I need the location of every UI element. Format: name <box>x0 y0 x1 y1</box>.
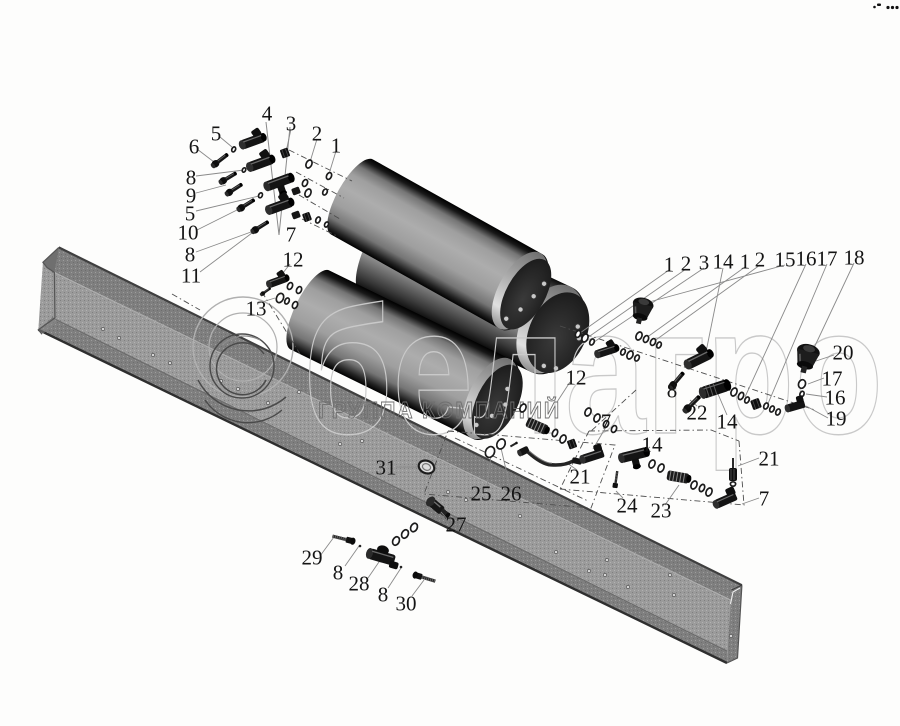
svg-text:21: 21 <box>759 447 780 471</box>
svg-text:5: 5 <box>185 202 196 226</box>
svg-text:8: 8 <box>667 379 678 403</box>
svg-text:24: 24 <box>617 494 639 518</box>
svg-text:7: 7 <box>286 223 297 247</box>
svg-text:23: 23 <box>651 499 672 523</box>
svg-text:29: 29 <box>302 546 323 570</box>
svg-text:13: 13 <box>246 297 267 321</box>
svg-text:10: 10 <box>178 221 199 245</box>
svg-text:5: 5 <box>211 122 222 146</box>
svg-text:26: 26 <box>501 482 522 506</box>
svg-text:9: 9 <box>186 184 197 208</box>
svg-text:4: 4 <box>262 102 273 126</box>
svg-text:16: 16 <box>796 247 817 271</box>
svg-text:19: 19 <box>826 407 847 431</box>
svg-text:22: 22 <box>687 401 708 425</box>
svg-text:8: 8 <box>333 561 344 585</box>
svg-text:2: 2 <box>681 252 692 276</box>
svg-text:14: 14 <box>717 410 739 434</box>
svg-text:25: 25 <box>471 482 492 506</box>
svg-text:14: 14 <box>713 250 735 274</box>
svg-text:6: 6 <box>189 135 200 159</box>
svg-text:16: 16 <box>825 386 846 410</box>
svg-text:17: 17 <box>817 247 838 271</box>
svg-text:31: 31 <box>376 456 397 480</box>
svg-text:3: 3 <box>286 112 297 136</box>
svg-text:белагро: белагро <box>303 271 883 472</box>
svg-text:8: 8 <box>378 583 389 607</box>
svg-text:8: 8 <box>186 166 197 190</box>
svg-text:30: 30 <box>396 592 417 616</box>
svg-text:14: 14 <box>642 433 664 457</box>
svg-text:21: 21 <box>570 465 591 489</box>
svg-text:2: 2 <box>312 122 323 146</box>
svg-text:27: 27 <box>446 513 467 537</box>
svg-text:7: 7 <box>759 487 770 511</box>
svg-text:12: 12 <box>283 248 304 272</box>
svg-text:7: 7 <box>601 410 612 434</box>
svg-text:18: 18 <box>844 246 865 270</box>
svg-text:12: 12 <box>566 366 587 390</box>
svg-text:3: 3 <box>699 251 710 275</box>
svg-text:1: 1 <box>331 134 342 158</box>
svg-text:28: 28 <box>349 572 370 596</box>
svg-text:2: 2 <box>755 248 766 272</box>
svg-text:8: 8 <box>185 243 196 267</box>
svg-text:1: 1 <box>740 250 751 274</box>
svg-text:17: 17 <box>822 367 843 391</box>
svg-text:1: 1 <box>664 253 675 277</box>
svg-text:15: 15 <box>775 248 796 272</box>
svg-text:11: 11 <box>181 264 201 288</box>
svg-text:20: 20 <box>833 341 854 365</box>
